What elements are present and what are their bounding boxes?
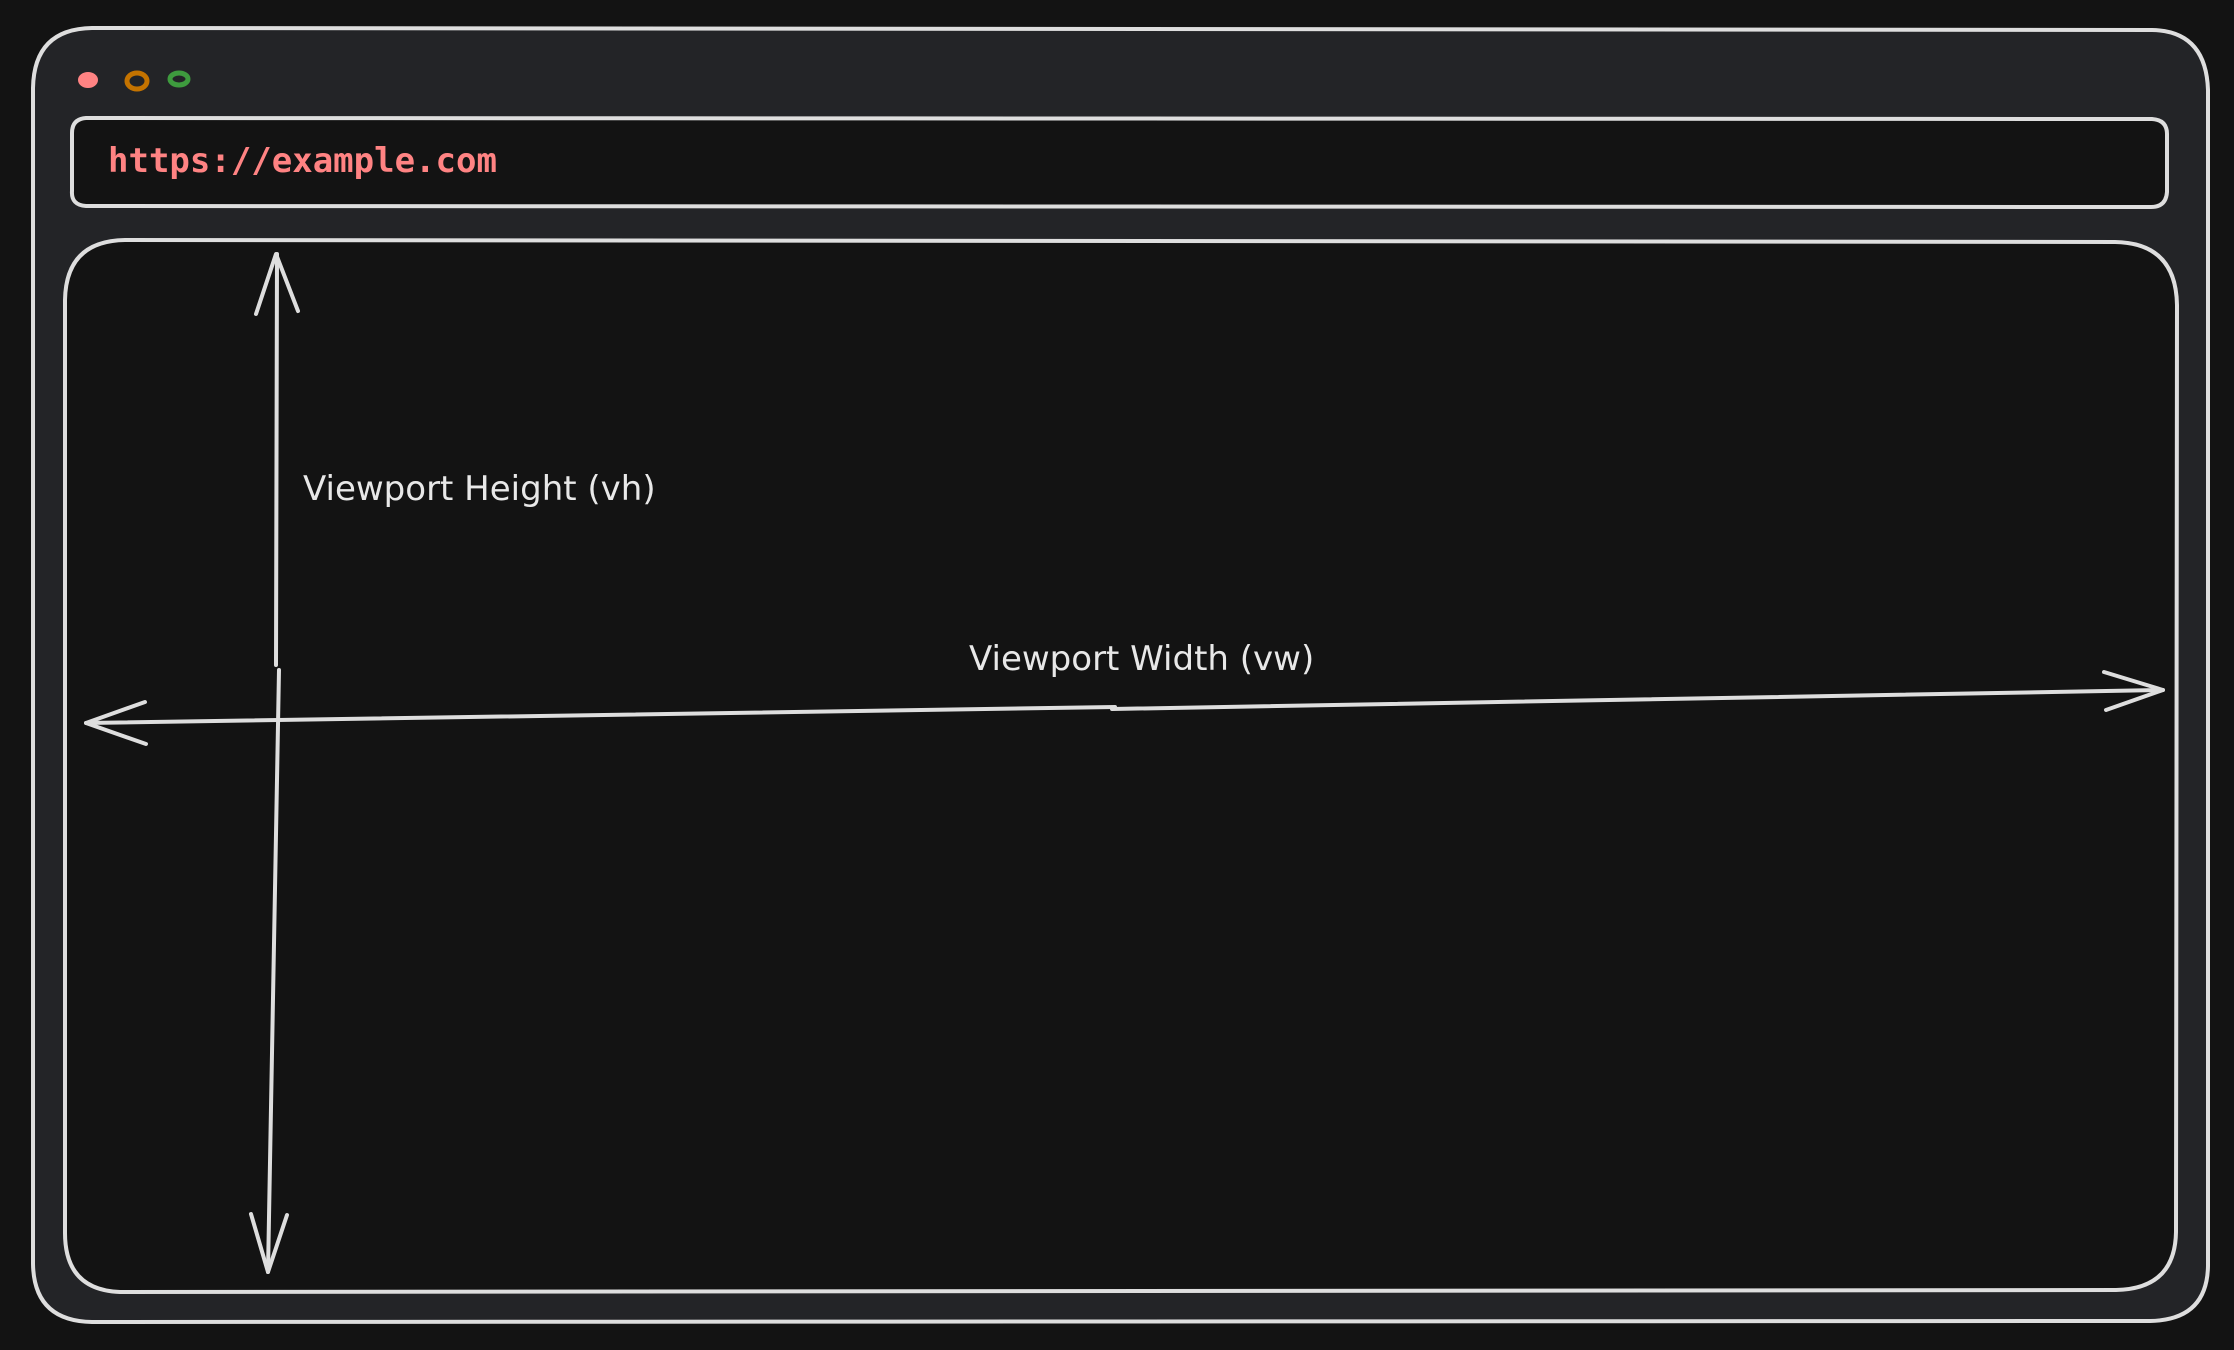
viewport-height-label: Viewport Height (vh) [303,469,656,509]
viewport-area [63,238,2179,1294]
address-bar-url[interactable]: https://example.com [108,141,497,181]
viewport-width-label: Viewport Width (vw) [969,639,1314,679]
maximize-window-dot[interactable] [167,70,191,88]
viewport-width-arrow [84,670,2165,746]
close-window-dot[interactable] [78,72,98,88]
minimize-window-dot[interactable] [124,70,150,92]
address-bar[interactable] [69,115,2169,210]
viewport-height-arrow [249,252,300,1274]
